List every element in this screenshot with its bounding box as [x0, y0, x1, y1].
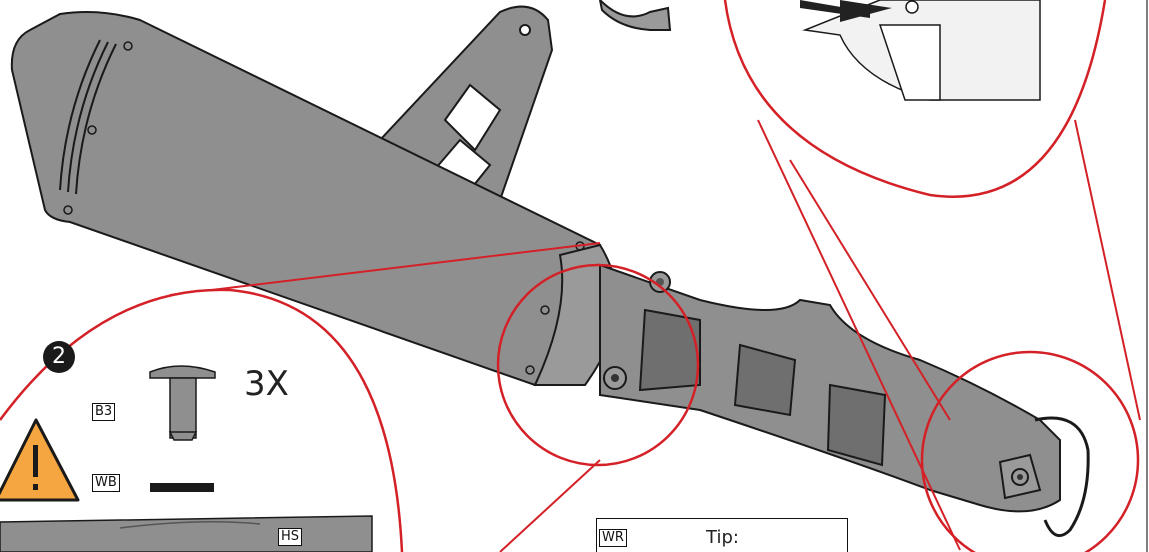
washer-code-label: WB: [92, 474, 120, 492]
bolt-code-label: B3: [92, 403, 116, 421]
link-pipe: [599, 263, 1061, 513]
callout-circle-clamp: [920, 350, 1140, 552]
tip-label: Tip:: [706, 527, 739, 548]
step-number: 2: [43, 341, 75, 373]
heatshield-piece: [0, 515, 373, 552]
callout-circle-junction: [496, 263, 700, 467]
heatshield-code-label: HS: [278, 528, 303, 546]
callout-circle-parts: [0, 288, 404, 552]
callout-lines: [169, 119, 1141, 552]
pipe-clamp: [998, 416, 1090, 538]
clamp-piece: [598, 0, 672, 31]
bolt-quantity: 3X: [244, 364, 289, 404]
washer-icon: [150, 483, 214, 492]
detail-callout-top: [723, 0, 1107, 198]
bolt-icon: [149, 365, 216, 441]
tip-box: [596, 518, 848, 552]
warning-triangle-icon: [0, 418, 80, 502]
direction-arrow-icon: [840, 0, 892, 22]
muffler-body: [10, 11, 602, 387]
wrench-code-label: WR: [599, 529, 627, 547]
